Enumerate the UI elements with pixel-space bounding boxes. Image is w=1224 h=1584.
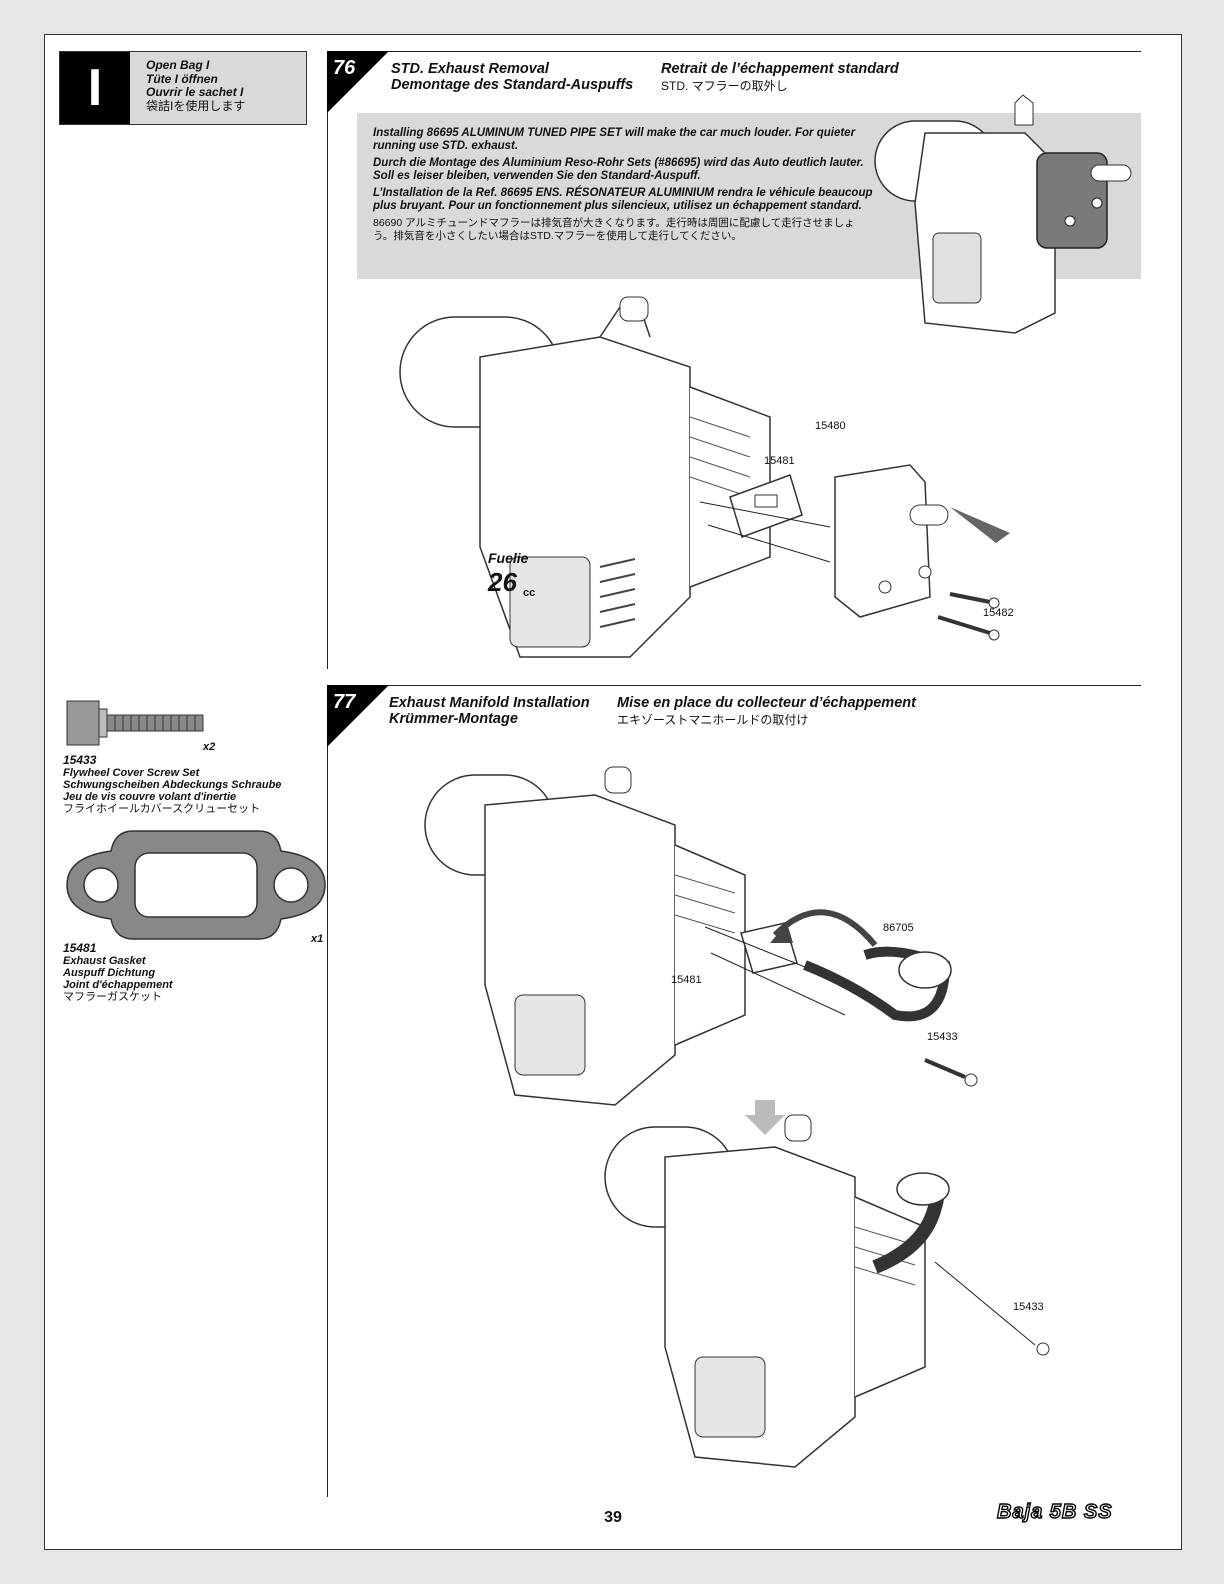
engine-label-brand: Fuelie [488, 550, 529, 566]
step76-title-jp: STD. マフラーの取外し [661, 79, 788, 93]
bag-instructions: Open Bag I Tüte I öffnen Ouvrir le sache… [130, 52, 306, 124]
bag-line-de: Tüte I öffnen [146, 71, 218, 86]
column-divider-bottom [327, 685, 328, 1497]
step76-inset-engine-illustration [874, 94, 1132, 334]
page-number: 39 [604, 1509, 622, 1526]
bag-letter: I [60, 52, 130, 124]
callout-15482: 15482 [983, 607, 1014, 619]
part-15433-name-jp: フライホイールカバースクリューセット [63, 803, 261, 815]
part-15433-qty: x2 [203, 741, 216, 753]
part-15481-name-jp: マフラーガスケット [63, 991, 162, 1003]
step76-number: 76 [333, 57, 356, 79]
step77-title-en: Exhaust Manifold Installation [389, 695, 590, 711]
bag-header: I Open Bag I Tüte I öffnen Ouvrir le sac… [59, 51, 307, 125]
step77-badge [327, 685, 389, 747]
part-15481-name-de: Auspuff Dichtung [63, 967, 156, 979]
step77-title-de: Krümmer-Montage [389, 711, 518, 727]
callout-15433-lower: 15433 [1013, 1301, 1044, 1313]
step76-badge [327, 51, 389, 113]
part-15433-screw-illustration [66, 700, 204, 746]
notice-jp: 86690 アルミチューンドマフラーは排気音が大きくなります。走行時は周囲に配慮… [373, 217, 855, 242]
engine-label-unit: cc [523, 587, 536, 599]
step77-number: 77 [333, 691, 356, 713]
part-15433-names: Flywheel Cover Screw Set Schwungscheiben… [63, 767, 281, 815]
step76-rule [335, 51, 1141, 52]
bag-line-fr: Ouvrir le sachet I [146, 85, 244, 99]
part-15433-name-en: Flywheel Cover Screw Set [63, 767, 200, 779]
step76-engine-illustration [399, 296, 1010, 658]
callout-86705: 86705 [883, 922, 914, 934]
engine-label-size: 26 [488, 567, 517, 597]
part-15481-name-en: Exhaust Gasket [63, 955, 146, 967]
step77-title-fr: Mise en place du collecteur d’échappemen… [617, 695, 916, 711]
step77-title-jp: エキゾーストマニホールドの取付け [617, 713, 809, 727]
bag-line-en: Open Bag I [146, 58, 210, 72]
step76-title-en: STD. Exhaust Removal [391, 61, 549, 77]
brand-logo: Baja 5B SS [996, 1500, 1113, 1523]
part-15433-name-fr: Jeu de vis couvre volant d'inertie [63, 791, 237, 803]
callout-15433-upper: 15433 [927, 1031, 958, 1043]
part-15433-name-de: Schwungscheiben Abdeckungs Schraube [63, 779, 282, 791]
notice-en: Installing 86695 ALUMINUM TUNED PIPE SET… [373, 127, 856, 152]
part-15433-id: 15433 [63, 753, 97, 767]
step76-title-de: Demontage des Standard-Auspuffs [391, 77, 634, 93]
bag-line-jp: 袋詰Iを使用します [146, 98, 246, 113]
part-15481-names: Exhaust Gasket Auspuff Dichtung Joint d'… [63, 955, 173, 1003]
step77-engine-bottom-illustration [604, 1114, 1050, 1468]
notice-de: Durch die Montage des Aluminium Reso-Roh… [373, 157, 864, 182]
part-15481-gasket-illustration [66, 830, 326, 940]
part-15481-name-fr: Joint d'échappement [63, 979, 173, 991]
part-15481-qty: x1 [311, 933, 324, 945]
callout-15481-step77: 15481 [671, 974, 702, 986]
step76-title-fr: Retrait de l’échappement standard [661, 61, 899, 77]
callout-15481-step76: 15481 [764, 455, 795, 467]
step77-engine-top-illustration [424, 766, 978, 1135]
manual-page: I Open Bag I Tüte I öffnen Ouvrir le sac… [44, 34, 1182, 1550]
callout-15480: 15480 [815, 420, 846, 432]
notice-fr: L’Installation de la Ref. 86695 ENS. RÉS… [373, 187, 873, 212]
column-divider-top [327, 51, 328, 669]
step77-rule [335, 685, 1141, 686]
part-15481-id: 15481 [63, 941, 97, 955]
